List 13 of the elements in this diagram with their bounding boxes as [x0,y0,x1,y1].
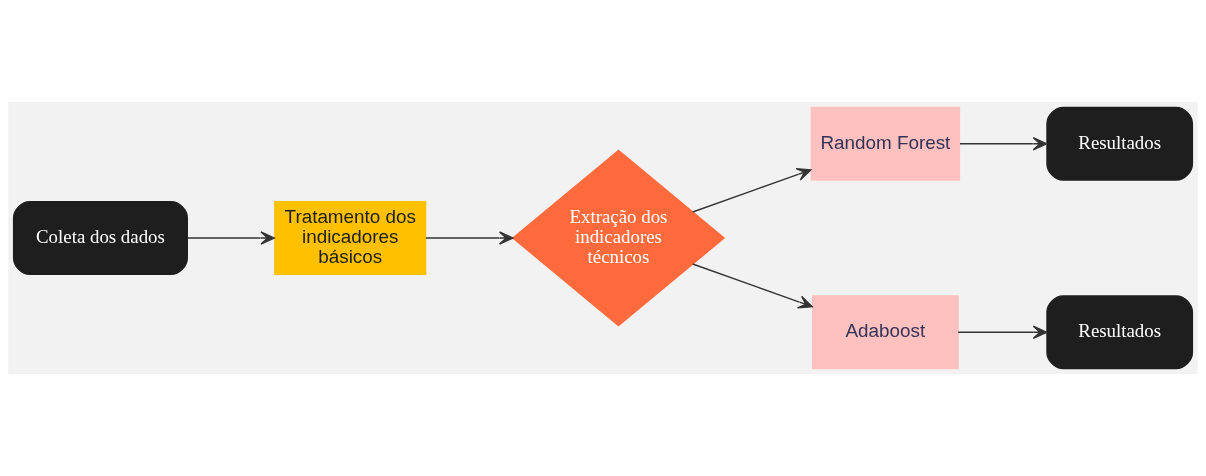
node-box: Coleta dos dados [12,200,188,276]
node-box: Tratamento dos indicadores básicos [274,200,427,276]
arrow [959,137,1048,151]
arrow [425,231,514,245]
arrow [692,167,812,213]
node-box: Resultados [1046,106,1194,181]
arrow [957,325,1048,339]
arrow [186,231,276,245]
node-diamond: Extração dos indicadores técnicos [511,149,726,327]
node-box: Resultados [1046,295,1194,370]
node-box: Adaboost [812,295,959,370]
arrow [692,263,813,309]
node-box: Random Forest [810,106,961,181]
